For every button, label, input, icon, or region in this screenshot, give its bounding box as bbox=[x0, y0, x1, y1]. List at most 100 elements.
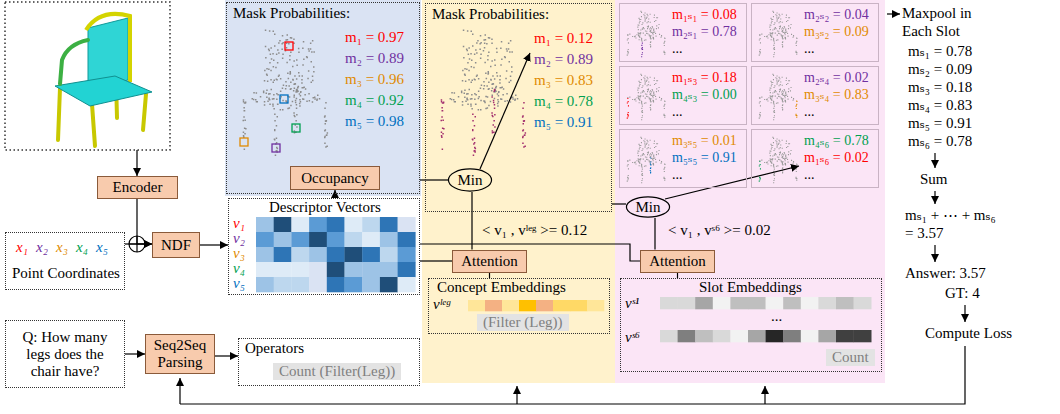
box-text: (Filter (Leg)) bbox=[477, 314, 569, 331]
marker-square bbox=[272, 144, 280, 152]
embedding-cell bbox=[309, 262, 327, 277]
label-text: Maxpool in Each Slot bbox=[902, 4, 988, 40]
point-markers bbox=[240, 42, 300, 152]
box-text: Count (Filter(Leg)) bbox=[273, 363, 401, 380]
embedding-cell bbox=[783, 297, 801, 309]
embedding-cell bbox=[748, 330, 766, 342]
box-label: x₁ bbox=[16, 239, 28, 256]
embedding-cell bbox=[256, 217, 274, 232]
marker-square bbox=[280, 95, 288, 103]
box-text: m₃ₛ₄ = 0.83 bbox=[804, 86, 869, 103]
embedding-cell bbox=[818, 330, 836, 342]
box-label: Encoder bbox=[113, 179, 163, 196]
box-text: m₂ = 0.89 bbox=[534, 51, 593, 68]
box-text: ... bbox=[804, 166, 815, 183]
min-leader bbox=[665, 166, 799, 199]
point-cloud-part bbox=[795, 100, 797, 117]
min-ellipse: Min bbox=[448, 168, 492, 192]
box-text: v₃ bbox=[233, 245, 245, 262]
point-cloud bbox=[627, 11, 666, 56]
embedding-cell bbox=[291, 232, 309, 247]
label-text: < v₁ , vˡᵉᵍ >= 0.12 bbox=[482, 221, 587, 239]
embedding-cell bbox=[380, 232, 398, 247]
point-cloud-legs bbox=[441, 89, 527, 156]
slot-box: m₂ₛ₂ = 0.04m₃ₛ₂ = 0.09... bbox=[751, 3, 879, 62]
point-cloud bbox=[759, 11, 798, 58]
label-text: Compute Loss bbox=[925, 324, 1012, 342]
embedding-cell bbox=[748, 297, 766, 309]
point-cloud-part bbox=[650, 157, 652, 173]
box-text: m₄ₛ₃ = 0.00 bbox=[672, 86, 737, 103]
occupancy-box: Occupancy bbox=[290, 166, 380, 190]
box-text: m₃ = 0.83 bbox=[534, 72, 593, 89]
label-text: mₛ₅ = 0.91 bbox=[908, 114, 972, 132]
box-label: m₄ₛ₆ = 0.78 bbox=[804, 132, 869, 149]
embedding-cell bbox=[362, 232, 380, 247]
box-label: Seq2Seq Parsing bbox=[150, 337, 210, 371]
descriptor-box: Descriptor Vectorsv₁v₂v₃v₄v₅ bbox=[228, 198, 420, 295]
label-text: mₛ₆ = 0.78 bbox=[908, 132, 972, 150]
marker-square bbox=[292, 124, 300, 132]
embedding-cell bbox=[345, 277, 363, 292]
chair-arm bbox=[60, 40, 88, 84]
embedding-cell bbox=[380, 217, 398, 232]
attention-box: Attention bbox=[452, 250, 527, 273]
flow-arrow bbox=[887, 13, 900, 14]
embedding-cell bbox=[766, 297, 784, 309]
min-ellipse: Min bbox=[626, 196, 670, 218]
feedback-arrow bbox=[764, 386, 765, 404]
flow-arrow bbox=[934, 245, 935, 262]
embedding-cell bbox=[309, 232, 327, 247]
box-label: Attention bbox=[461, 253, 518, 270]
embedding-cell bbox=[854, 330, 872, 342]
box-text: v₅ bbox=[233, 275, 245, 292]
box-text: x₅ bbox=[96, 239, 108, 256]
input-box: x₁x₂x₃x₄x₅Point Coordinates bbox=[5, 232, 125, 290]
box-label: NDF bbox=[161, 237, 191, 254]
concept-box: Concept Embeddingsvˡᵉᵍ(Filter (Leg)) bbox=[428, 278, 610, 334]
feedback-arrow bbox=[516, 386, 517, 404]
connector bbox=[200, 244, 228, 245]
operators-box: OperatorsCount (Filter(Leg)) bbox=[238, 338, 420, 386]
point-cloud-part bbox=[759, 161, 761, 182]
box-label: Slot Embeddings bbox=[699, 279, 802, 296]
box-text: m₁ₛ₆ = 0.02 bbox=[804, 149, 869, 166]
embedding-cell bbox=[398, 277, 416, 292]
label-text: Sum bbox=[920, 170, 948, 188]
embedding-cell bbox=[801, 330, 819, 342]
box-text: m₅ₛ₅ = 0.91 bbox=[672, 149, 737, 166]
slot-box: m₂ₛ₄ = 0.02m₃ₛ₄ = 0.83... bbox=[751, 66, 879, 125]
parser-box: Seq2Seq Parsing bbox=[145, 334, 215, 374]
embedding-cell bbox=[380, 247, 398, 262]
embedding-cell bbox=[730, 297, 748, 309]
embedding-cell bbox=[256, 262, 274, 277]
connector bbox=[612, 203, 626, 204]
slot-box: m₁ₛ₃ = 0.18m₄ₛ₃ = 0.00... bbox=[619, 66, 747, 125]
box-text: m₂ₛ₁ = 0.78 bbox=[672, 23, 737, 40]
box-text: x₂ bbox=[36, 239, 48, 256]
box-text: v₂ bbox=[233, 230, 245, 247]
embedding-cell bbox=[818, 297, 836, 309]
embedding-cell bbox=[398, 262, 416, 277]
box-text: vˢ⁶ bbox=[625, 329, 640, 346]
point-cloud bbox=[450, 29, 519, 110]
box-label: Occupancy bbox=[301, 170, 368, 187]
embedding-cell bbox=[274, 262, 292, 277]
flow-arrow bbox=[964, 305, 965, 322]
chair-seat bbox=[55, 76, 152, 106]
embedding-cell bbox=[256, 232, 274, 247]
box-label: Descriptor Vectors bbox=[269, 199, 381, 216]
box-label: Mask Probabilities: bbox=[432, 6, 549, 23]
ndf-box: NDF bbox=[152, 232, 200, 258]
attention-box: Attention bbox=[640, 250, 715, 273]
label-text: mₛ₄ = 0.83 bbox=[908, 96, 972, 114]
box-label: m₁ₛ₃ = 0.18 bbox=[672, 69, 737, 86]
point-cloud bbox=[759, 137, 797, 184]
label-text: mₛ₁ + ⋯ + mₛ₆ = 3.57 bbox=[905, 206, 1005, 242]
connector bbox=[334, 190, 335, 198]
slot-box: m₄ₛ₆ = 0.78m₁ₛ₆ = 0.02... bbox=[751, 129, 879, 188]
embedding-cell bbox=[783, 330, 801, 342]
embedding-cell bbox=[327, 277, 345, 292]
embedding-cell bbox=[519, 300, 536, 311]
label-text: mₛ₁ = 0.78 bbox=[908, 42, 972, 60]
